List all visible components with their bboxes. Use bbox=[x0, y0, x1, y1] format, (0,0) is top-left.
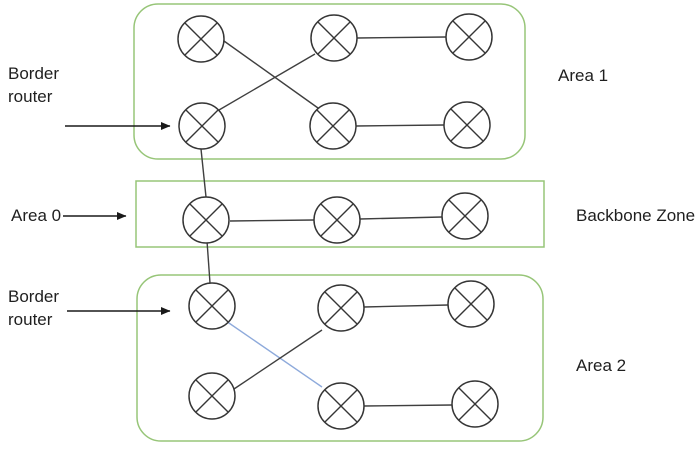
area-1-label: Area 1 bbox=[558, 66, 609, 85]
link-bb-left-middle bbox=[229, 219, 315, 222]
link-a2-bottommiddle-bottomright bbox=[363, 404, 453, 407]
area-0-label: Area 0 bbox=[11, 206, 62, 225]
router-icon bbox=[317, 382, 365, 430]
link-a1-topmiddle-topright bbox=[356, 36, 447, 39]
link-a1-topleft-bottommiddle bbox=[223, 40, 319, 109]
backbone-zone-label: Backbone Zone bbox=[576, 206, 696, 225]
router-icon-border-router-area2 bbox=[188, 282, 236, 330]
border-router-bottom-label: Border router bbox=[8, 287, 60, 329]
link-a1-bottomleft-topmiddle bbox=[218, 53, 316, 111]
area-2-label: Area 2 bbox=[576, 356, 627, 375]
link-a1-to-backbone bbox=[200, 148, 207, 198]
link-a1-bottommiddle-bottomright bbox=[355, 124, 445, 127]
router-icon bbox=[443, 101, 491, 149]
router-icon-backbone-left bbox=[182, 196, 230, 244]
link-a2-bottomleft-topmiddle bbox=[233, 329, 323, 390]
router-icon bbox=[313, 196, 361, 244]
router-icon bbox=[310, 14, 358, 62]
area-2-boundary bbox=[136, 274, 544, 442]
backbone-zone-boundary bbox=[135, 180, 545, 248]
router-icon bbox=[451, 380, 499, 428]
router-icon bbox=[441, 192, 489, 240]
router-icon bbox=[317, 284, 365, 332]
border-router-top-label: Border router bbox=[8, 64, 60, 106]
router-icon bbox=[188, 372, 236, 420]
router-icon-border-router-area1 bbox=[178, 102, 226, 150]
link-a2-topleft-bottommiddle-blue bbox=[225, 320, 323, 388]
router-icon bbox=[177, 15, 225, 63]
area-1-boundary bbox=[133, 3, 526, 160]
link-a2-topmiddle-topright bbox=[363, 304, 449, 308]
link-backbone-to-a2 bbox=[206, 240, 211, 284]
router-icon bbox=[309, 102, 357, 150]
router-icon bbox=[447, 280, 495, 328]
link-bb-middle-right bbox=[359, 216, 443, 220]
router-icon bbox=[445, 13, 493, 61]
